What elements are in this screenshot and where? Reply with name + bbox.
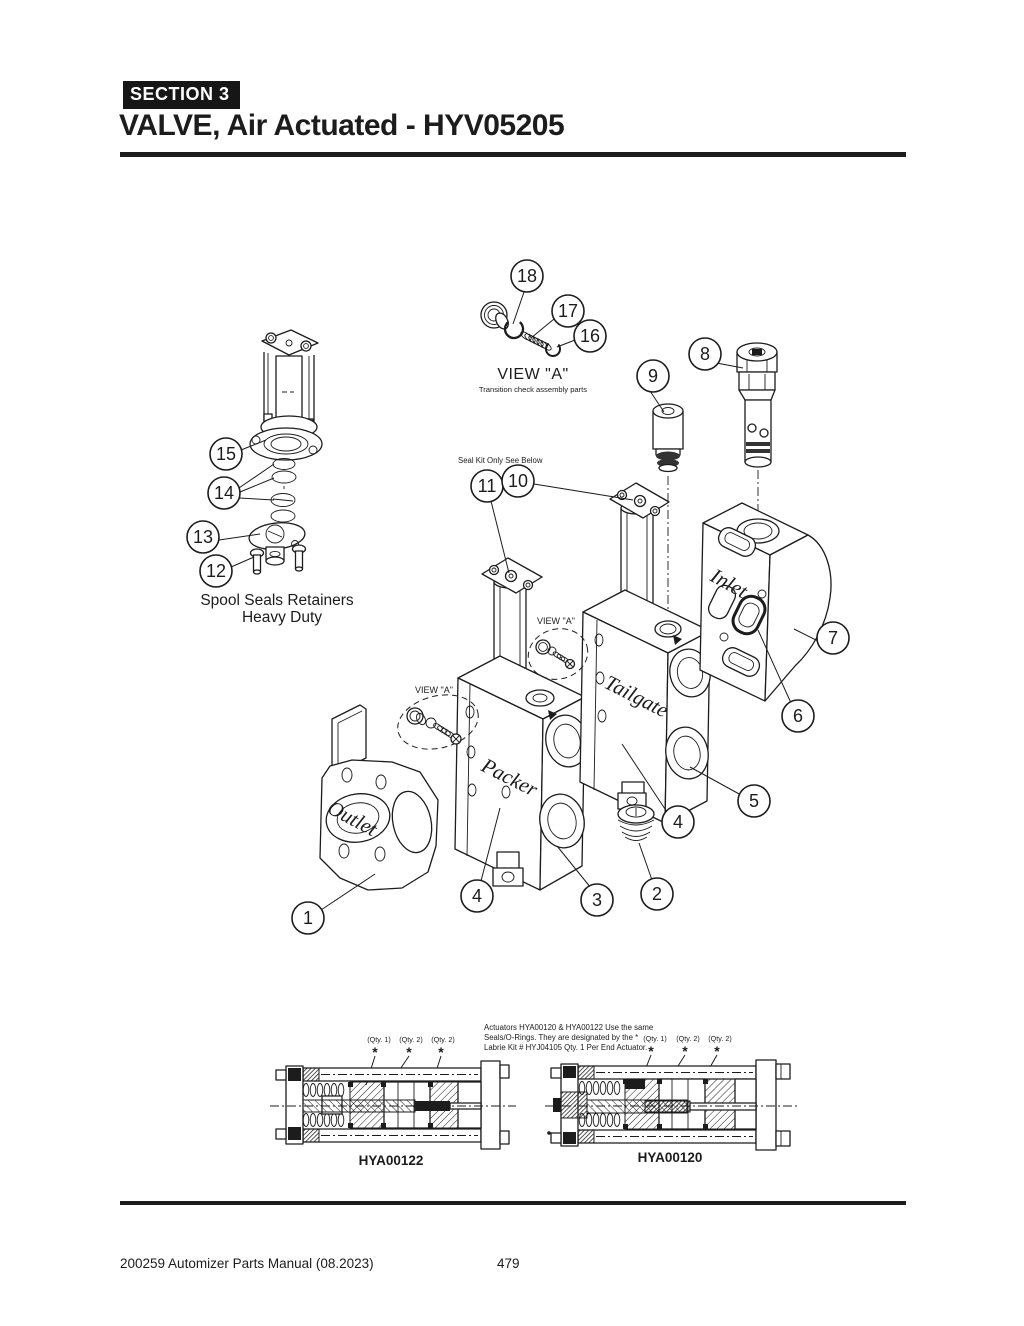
callouts: 18 17 16 9 8 15 14 13 12 11 10 7 6 5 4 2… bbox=[186, 259, 850, 935]
left-ast3: * bbox=[438, 1044, 444, 1060]
left-qty3: (Qty. 2) bbox=[431, 1035, 454, 1044]
view-a-title: VIEW "A" bbox=[497, 366, 568, 383]
callout-17-label: 17 bbox=[558, 301, 578, 321]
callout-14-label: 14 bbox=[214, 483, 234, 503]
callout-2-label: 2 bbox=[652, 884, 662, 904]
right-ast2: * bbox=[682, 1043, 688, 1059]
callout-4-left: 4 bbox=[460, 879, 494, 913]
callout-16: 16 bbox=[573, 319, 607, 353]
callout-2: 2 bbox=[640, 877, 674, 911]
callout-10: 10 bbox=[501, 464, 535, 498]
section-badge: SECTION 3 bbox=[123, 81, 240, 109]
left-ast2: * bbox=[406, 1044, 412, 1060]
right-qty1: (Qty. 1) bbox=[643, 1034, 666, 1043]
right-qty2: (Qty. 2) bbox=[676, 1034, 699, 1043]
actuator-note: Actuators HYA00120 & HYA00122 Use the sa… bbox=[484, 1023, 653, 1052]
header-rule bbox=[120, 152, 906, 157]
view-a-small-label-tailgate: VIEW "A" bbox=[537, 616, 575, 626]
callout-7: 7 bbox=[816, 621, 850, 655]
callout-15-label: 15 bbox=[216, 444, 236, 464]
callout-5: 5 bbox=[737, 784, 771, 818]
callout-4b-label: 4 bbox=[673, 812, 683, 832]
outlet-section-body bbox=[319, 704, 439, 891]
footer-rule bbox=[120, 1201, 906, 1205]
callout-4a-label: 4 bbox=[472, 886, 482, 906]
callout-8-label: 8 bbox=[700, 344, 710, 364]
callout-6: 6 bbox=[781, 699, 815, 733]
left-qty1: (Qty. 1) bbox=[367, 1035, 390, 1044]
callout-7-label: 7 bbox=[828, 628, 838, 648]
cross-section-hya00122: (Qty. 1) (Qty. 2) (Qty. 2) * * * bbox=[270, 1035, 516, 1168]
callout-17: 17 bbox=[551, 294, 585, 328]
tailgate-section-body bbox=[579, 482, 711, 841]
callout-18-label: 18 bbox=[517, 266, 537, 286]
spool-seals-assembly bbox=[248, 329, 323, 575]
page-title: VALVE, Air Actuated - HYV05205 bbox=[119, 109, 565, 142]
part-9-plug bbox=[652, 403, 684, 620]
callout-15: 15 bbox=[209, 437, 243, 471]
inlet-section-body bbox=[699, 502, 832, 702]
spool-caption-line2: Heavy Duty bbox=[242, 609, 322, 626]
view-a-bubble-packer bbox=[397, 694, 479, 750]
callout-9-label: 9 bbox=[648, 366, 658, 386]
view-a-assembly bbox=[480, 301, 561, 357]
right-ast1: * bbox=[648, 1043, 654, 1059]
actuator-note-line1: Actuators HYA00120 & HYA00122 Use the sa… bbox=[484, 1023, 653, 1032]
left-qty2: (Qty. 2) bbox=[399, 1035, 422, 1044]
callout-8: 8 bbox=[688, 337, 722, 371]
callout-3-label: 3 bbox=[592, 890, 602, 910]
callout-leaders bbox=[218, 291, 819, 911]
callout-6-label: 6 bbox=[793, 706, 803, 726]
callout-11: 11 bbox=[470, 469, 504, 503]
part-8-cartridge bbox=[736, 342, 778, 522]
callout-18: 18 bbox=[510, 259, 544, 293]
actuator-note-line2: Seals/O-Rings. They are designated by th… bbox=[484, 1033, 638, 1042]
callout-12: 12 bbox=[199, 554, 233, 588]
cross-section-hya00120: (Qty. 1) (Qty. 2) (Qty. 2) * * * bbox=[545, 1034, 800, 1165]
left-figure-label: HYA00122 bbox=[359, 1153, 424, 1168]
section-badge-label: SECTION 3 bbox=[130, 84, 230, 104]
left-ast1: * bbox=[372, 1044, 378, 1060]
callout-9: 9 bbox=[636, 359, 670, 393]
actuator-note-line3: Labrie Kit # HYJ04105 Qty. 1 Per End Act… bbox=[484, 1043, 647, 1052]
callout-16-label: 16 bbox=[580, 326, 600, 346]
callout-13: 13 bbox=[186, 520, 220, 554]
right-ast3: * bbox=[714, 1043, 720, 1059]
callout-1-label: 1 bbox=[303, 908, 313, 928]
view-a-small-label-packer: VIEW "A" bbox=[415, 685, 453, 695]
footer-page-number: 479 bbox=[497, 1256, 520, 1271]
callout-10-label: 10 bbox=[508, 471, 528, 491]
spool-caption-line1: Spool Seals Retainers bbox=[200, 592, 354, 609]
callout-1: 1 bbox=[291, 901, 325, 935]
seal-kit-note: Seal Kit Only See Below bbox=[458, 456, 543, 465]
right-qty3: (Qty. 2) bbox=[708, 1034, 731, 1043]
stray-dot bbox=[547, 1131, 551, 1135]
callout-13-label: 13 bbox=[193, 527, 213, 547]
callout-5-label: 5 bbox=[749, 791, 759, 811]
callout-4-right: 4 bbox=[661, 805, 695, 839]
view-a-bubble-tailgate bbox=[527, 628, 589, 680]
callout-14: 14 bbox=[207, 476, 241, 510]
right-figure-label: HYA00120 bbox=[638, 1150, 703, 1165]
callout-3: 3 bbox=[580, 883, 614, 917]
callout-11-label: 11 bbox=[478, 476, 497, 496]
view-a-subtitle: Transition check assembly parts bbox=[479, 385, 587, 394]
footer-manual-title: 200259 Automizer Parts Manual (08.2023) bbox=[120, 1256, 374, 1271]
callout-12-label: 12 bbox=[206, 561, 226, 581]
packer-section-body bbox=[454, 557, 589, 891]
